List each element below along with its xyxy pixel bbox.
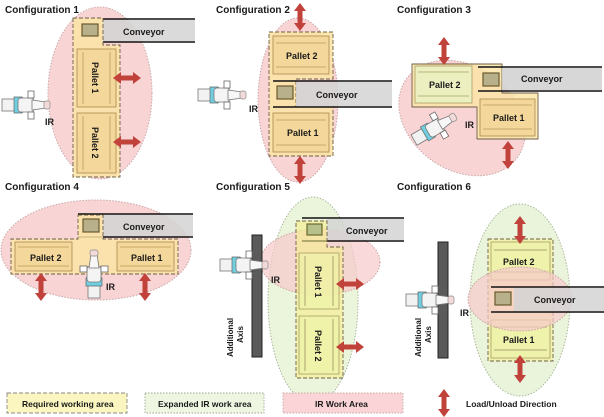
configuration-3: Configuration 3 Pallet 2 Conveyor Pallet… [397, 5, 602, 177]
pallet-1: Pallet 1 [479, 98, 536, 137]
pallet-2: Pallet 2 [76, 112, 117, 174]
configuration-title: Configuration 1 [5, 5, 79, 16]
pallet-2: Pallet 2 [272, 35, 330, 75]
additional-axis-label: Axis [236, 326, 245, 343]
configuration-2: Configuration 2 Pallet 2 Conveyor Pallet… [197, 3, 392, 184]
robot-label: IR [249, 104, 259, 114]
industrial-robot-icon [1, 90, 51, 120]
configuration-title: Configuration 3 [397, 5, 471, 16]
load-unload-arrow-icon [438, 389, 450, 417]
conveyor: Conveyor [302, 217, 404, 242]
pallet-label: Pallet 2 [429, 80, 461, 90]
configuration-title: Configuration 4 [5, 182, 79, 193]
conveyor-end-box [82, 218, 100, 233]
pallet-label: Pallet 1 [503, 335, 535, 345]
additional-axis-rail [251, 234, 263, 358]
conveyor-label: Conveyor [521, 74, 563, 84]
robot-label: IR [45, 117, 55, 127]
robot-label: IR [106, 282, 116, 292]
conveyor: Conveyor [78, 213, 193, 238]
pallet-label: Pallet 1 [493, 113, 525, 123]
conveyor-label: Conveyor [123, 27, 165, 37]
robot-label: IR [460, 308, 470, 318]
pallet-1: Pallet 1 [76, 48, 117, 108]
configuration-title: Configuration 6 [397, 182, 471, 193]
configuration-title: Configuration 5 [216, 182, 290, 193]
conveyor-label: Conveyor [123, 222, 165, 232]
pallet-label: Pallet 2 [313, 330, 323, 362]
legend-expanded-ir-work-area: Expanded IR work area [144, 392, 265, 414]
pallet-label: Pallet 2 [30, 253, 62, 263]
pallet-1: Pallet 1 [116, 241, 175, 272]
conveyor: Conveyor [103, 18, 195, 43]
legend-required-working-area: Required working area [6, 392, 128, 414]
legend-label: IR Work Area [315, 399, 368, 409]
robot-label: IR [271, 275, 281, 285]
legend: Required working area Expanded IR work a… [6, 389, 557, 417]
configuration-4: Configuration 4 Conveyor Pallet 2 Pallet… [0, 182, 193, 301]
configuration-5: Configuration 5 Conveyor Pallet 1 Pallet… [216, 182, 404, 404]
pallet-1: Pallet 1 [298, 252, 340, 310]
pallet-label: Pallet 1 [131, 253, 163, 263]
conveyor: Conveyor [273, 80, 392, 108]
robot-label: IR [465, 120, 475, 130]
configuration-title: Configuration 2 [216, 5, 290, 16]
conveyor: Conveyor [478, 66, 602, 92]
configuration-1: Configuration 1 Conveyor Pallet 1 Pallet… [1, 5, 195, 180]
industrial-robot-icon [197, 80, 247, 110]
legend-label: Required working area [22, 399, 114, 409]
legend-ir-work-area: IR Work Area [282, 392, 404, 414]
legend-load-unload-direction: Load/Unload Direction [438, 389, 557, 417]
pallet-label: Pallet 2 [90, 127, 100, 159]
conveyor-label: Conveyor [346, 226, 388, 236]
conveyor: Conveyor [491, 286, 604, 313]
pallet-2: Pallet 2 [414, 65, 473, 104]
conveyor-label: Conveyor [316, 90, 358, 100]
pallet-label: Pallet 1 [287, 128, 319, 138]
configuration-6: Configuration 6 Pallet 2 Pallet 1 Convey… [397, 182, 604, 397]
conveyor-end-box [276, 85, 294, 100]
conveyor-end-box [482, 72, 500, 87]
pallet-label: Pallet 1 [90, 62, 100, 94]
legend-label: Load/Unload Direction [466, 399, 557, 409]
conveyor-end-box [494, 291, 512, 306]
additional-axis-label: Additional [414, 318, 423, 357]
additional-axis-label: Axis [424, 326, 433, 343]
pallet-2: Pallet 2 [298, 315, 340, 375]
conveyor-end-box [306, 223, 323, 236]
pallet-1: Pallet 1 [272, 112, 330, 153]
pallet-2: Pallet 2 [14, 241, 73, 272]
pallet-label: Pallet 2 [286, 51, 318, 61]
pallet-label: Pallet 2 [503, 257, 535, 267]
additional-axis-label: Additional [226, 318, 235, 357]
conveyor-end-box [81, 23, 99, 37]
legend-label: Expanded IR work area [158, 399, 252, 409]
conveyor-label: Conveyor [534, 295, 576, 305]
pallet-label: Pallet 1 [313, 266, 323, 298]
